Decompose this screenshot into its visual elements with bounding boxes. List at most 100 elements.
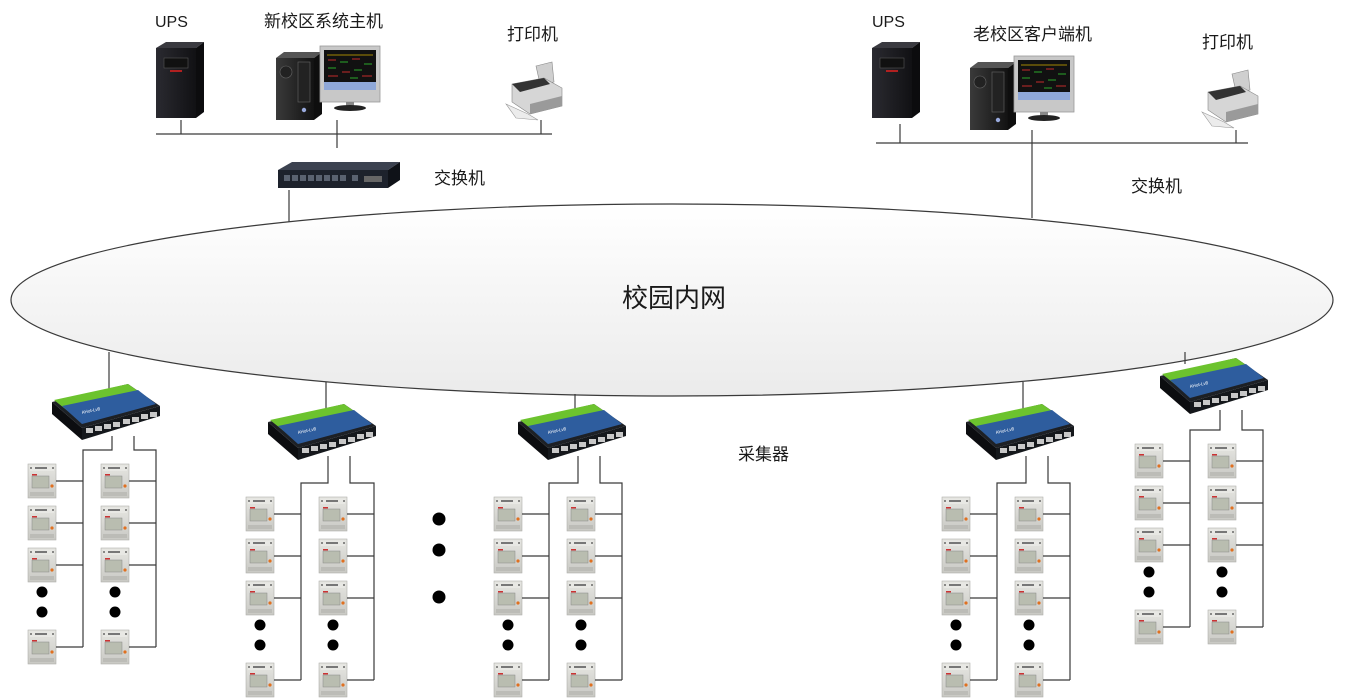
ellipsis-dot (502, 619, 514, 631)
energy-meter-icon (566, 538, 596, 574)
branch-bus-line (548, 456, 579, 680)
energy-meter-icon (1014, 538, 1044, 574)
more-groups-ellipsis (432, 512, 446, 604)
branch-bus-line (349, 456, 375, 680)
energy-meter-icon (941, 662, 971, 698)
collector-switch-icon (52, 384, 160, 440)
branch-bus-line (1047, 456, 1071, 680)
ellipsis-dot (254, 619, 266, 631)
old-client-label: 老校区客户端机 (973, 25, 1092, 45)
energy-meter-icon (100, 463, 130, 499)
energy-meter-icon (318, 538, 348, 574)
collector-group (27, 352, 160, 665)
ellipsis-dot (254, 639, 266, 651)
ellipsis-dot (575, 639, 587, 651)
energy-meter-icon (1134, 527, 1164, 563)
collector-group (1134, 352, 1268, 645)
campus-network-cloud (10, 203, 1334, 397)
branch-bus-line (133, 436, 157, 647)
old-campus-group (871, 41, 1259, 218)
rack-switch-icon (278, 162, 400, 188)
branch-bus-line (82, 436, 113, 647)
energy-meter-icon (245, 496, 275, 532)
ups-icon (871, 41, 921, 119)
energy-meter-icon (1207, 609, 1237, 645)
ellipsis-dot (1143, 566, 1155, 578)
energy-meter-icon (318, 580, 348, 616)
energy-meter-icon (493, 496, 523, 532)
collector-group (493, 394, 626, 698)
ellipsis-dot (950, 639, 962, 651)
energy-meter-icon (245, 580, 275, 616)
energy-meter-icon (566, 662, 596, 698)
energy-meter-icon (493, 580, 523, 616)
new-printer-label: 打印机 (507, 25, 558, 45)
old-ups-label: UPS (872, 14, 905, 31)
campus-network-label: 校园内网 (622, 284, 727, 314)
ellipsis-dot (1023, 639, 1035, 651)
energy-meter-icon (100, 629, 130, 665)
collector-switch-icon (1160, 358, 1268, 414)
energy-meter-icon (566, 496, 596, 532)
energy-meter-icon (1014, 662, 1044, 698)
old-switch-label: 交换机 (1131, 177, 1182, 197)
new-campus-group (155, 41, 563, 222)
old-printer-label: 打印机 (1202, 33, 1253, 53)
collector-group (941, 382, 1074, 698)
ellipsis-dot (432, 590, 446, 604)
ups-icon (155, 41, 205, 119)
energy-meter-icon (318, 662, 348, 698)
ellipsis-dot (1143, 586, 1155, 598)
collector-switch-icon (518, 404, 626, 460)
energy-meter-icon (100, 547, 130, 583)
energy-meter-icon (941, 496, 971, 532)
old-campus-bus (876, 124, 1248, 218)
branch-bus-line (300, 456, 329, 680)
energy-meter-icon (27, 629, 57, 665)
energy-meter-icon (941, 538, 971, 574)
new-host-label: 新校区系统主机 (264, 12, 383, 32)
energy-meter-icon (1014, 496, 1044, 532)
energy-meter-icon (318, 496, 348, 532)
energy-meter-icon (1014, 580, 1044, 616)
workstation-icon (275, 45, 381, 121)
collector-label: 采集器 (738, 445, 789, 465)
new-campus-bus (156, 120, 552, 148)
energy-meter-icon (1134, 609, 1164, 645)
energy-meter-icon (27, 547, 57, 583)
ellipsis-dot (36, 606, 48, 618)
branch-bus-line (1241, 410, 1264, 627)
energy-meter-icon (566, 580, 596, 616)
branch-bus-line (1189, 410, 1221, 627)
ellipsis-dot (1216, 586, 1228, 598)
ellipsis-dot (432, 512, 446, 526)
ellipsis-dot (575, 619, 587, 631)
energy-meter-icon (941, 580, 971, 616)
collector-groups (27, 352, 1268, 698)
new-ups-label: UPS (155, 14, 188, 31)
energy-meter-icon (27, 463, 57, 499)
energy-meter-icon (1207, 485, 1237, 521)
branch-bus-line (996, 456, 1027, 680)
energy-meter-icon (245, 538, 275, 574)
energy-meter-icon (493, 538, 523, 574)
energy-meter-icon (27, 505, 57, 541)
collector-switch-icon (966, 404, 1074, 460)
energy-meter-icon (1207, 527, 1237, 563)
printer-icon (505, 61, 563, 121)
ellipsis-dot (432, 543, 446, 557)
ellipsis-dot (109, 606, 121, 618)
collector-group (245, 382, 376, 698)
workstation-icon (969, 55, 1075, 131)
energy-meter-icon (1134, 443, 1164, 479)
energy-meter-icon (493, 662, 523, 698)
ellipsis-dot (327, 619, 339, 631)
branch-bus-line (599, 456, 623, 680)
ellipsis-dot (327, 639, 339, 651)
new-switch-label: 交换机 (434, 169, 485, 189)
energy-meter-icon (245, 662, 275, 698)
ellipsis-dot (36, 586, 48, 598)
energy-meter-icon (100, 505, 130, 541)
collector-switch-icon (268, 404, 376, 460)
